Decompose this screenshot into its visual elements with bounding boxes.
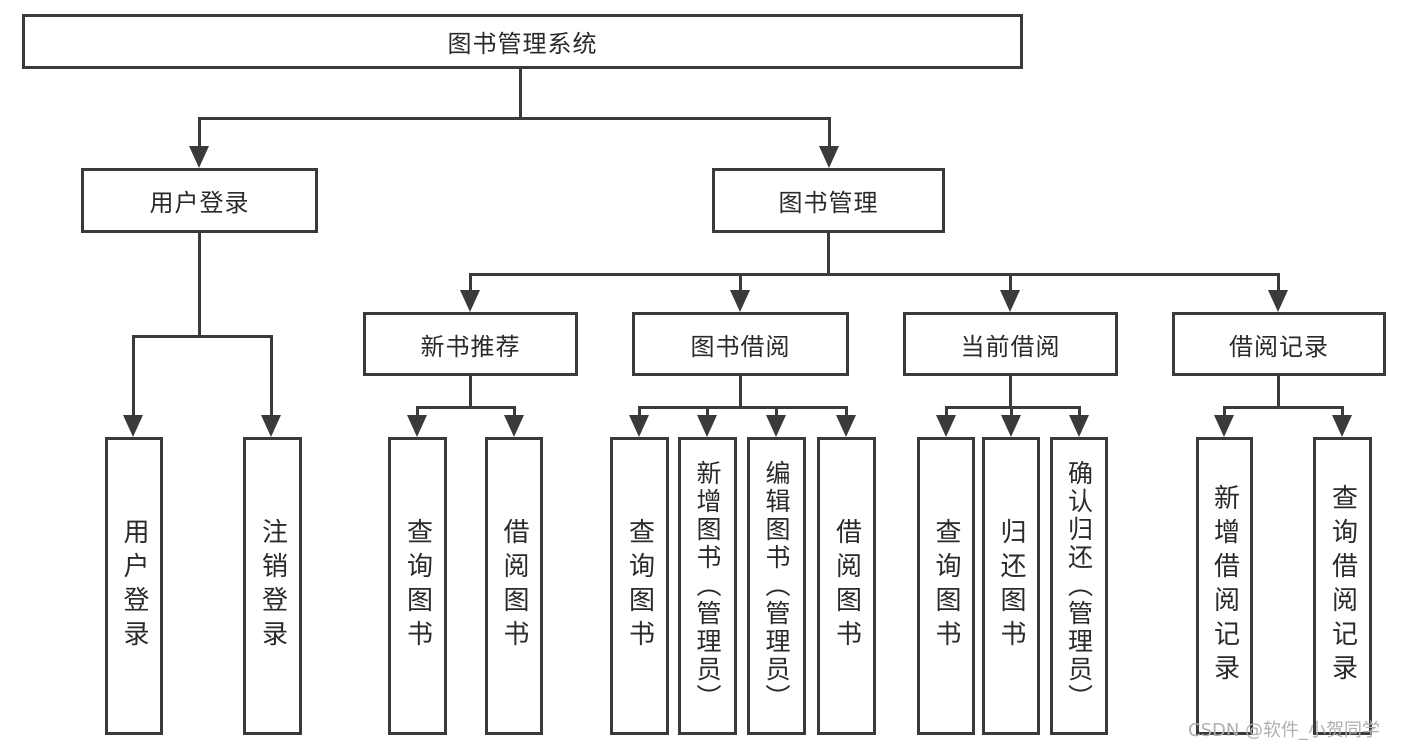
leaf-return-books: 归还图书 bbox=[982, 437, 1040, 735]
node-new-book-recommend: 新书推荐 bbox=[363, 312, 578, 376]
leaf-logout-label: 注销登录 bbox=[257, 518, 288, 654]
arrow-down-icon bbox=[1332, 415, 1352, 437]
connector-line bbox=[519, 69, 522, 119]
connector-line bbox=[132, 335, 273, 338]
connector-line bbox=[638, 406, 847, 409]
connector-line bbox=[1277, 376, 1280, 408]
connector-line bbox=[828, 117, 831, 148]
connector-line bbox=[739, 376, 742, 408]
arrow-down-icon bbox=[629, 415, 649, 437]
leaf-user-login: 用户登录 bbox=[105, 437, 163, 735]
leaf-edit-book-admin-label: 编辑图书（管理员） bbox=[762, 460, 791, 712]
node-current-borrow-label: 当前借阅 bbox=[960, 332, 1061, 361]
connector-line bbox=[1078, 406, 1081, 418]
arrow-down-icon bbox=[189, 146, 209, 168]
node-current-borrow: 当前借阅 bbox=[903, 312, 1118, 376]
leaf-add-book-admin: 新增图书（管理员） bbox=[678, 437, 737, 735]
connector-line bbox=[706, 406, 709, 418]
connector-line bbox=[827, 233, 830, 275]
leaf-query-books-recommend: 查询图书 bbox=[388, 437, 447, 735]
connector-line bbox=[739, 273, 742, 292]
leaf-edit-book-admin: 编辑图书（管理员） bbox=[747, 437, 806, 735]
connector-line bbox=[1223, 406, 1226, 418]
node-borrow-records-label: 借阅记录 bbox=[1229, 332, 1329, 361]
leaf-query-books-borrow-label: 查询图书 bbox=[624, 518, 655, 654]
arrow-down-icon bbox=[697, 415, 717, 437]
csdn-watermark: CSDN @软件_小贺同学 bbox=[1188, 720, 1381, 741]
connector-line bbox=[198, 117, 201, 148]
arrow-down-icon bbox=[1268, 290, 1288, 312]
arrow-down-icon bbox=[819, 146, 839, 168]
connector-line bbox=[469, 273, 472, 292]
node-root-label: 图书管理系统 bbox=[447, 30, 598, 58]
leaf-borrow-books: 借阅图书 bbox=[817, 437, 876, 735]
leaf-query-books-current-label: 查询图书 bbox=[931, 518, 961, 654]
arrow-down-icon bbox=[1214, 415, 1234, 437]
connector-line bbox=[513, 406, 516, 418]
connector-line bbox=[270, 335, 273, 417]
connector-line bbox=[1341, 406, 1344, 418]
connector-line bbox=[416, 406, 516, 409]
leaf-query-books-current: 查询图书 bbox=[917, 437, 975, 735]
connector-line bbox=[132, 335, 135, 417]
connector-line bbox=[638, 406, 641, 418]
leaf-query-borrow-record: 查询借阅记录 bbox=[1313, 437, 1372, 735]
node-book-borrow: 图书借阅 bbox=[632, 312, 849, 376]
leaf-query-books-recommend-label: 查询图书 bbox=[402, 518, 433, 654]
node-book-management-label: 图书管理 bbox=[778, 189, 879, 217]
node-borrow-records: 借阅记录 bbox=[1172, 312, 1386, 376]
node-book-management: 图书管理 bbox=[712, 168, 945, 233]
leaf-query-books-borrow: 查询图书 bbox=[610, 437, 669, 735]
arrow-down-icon bbox=[1000, 290, 1020, 312]
connector-line bbox=[1009, 376, 1012, 408]
connector-line bbox=[1009, 273, 1012, 292]
node-user-login: 用户登录 bbox=[81, 168, 318, 233]
connector-line bbox=[1277, 273, 1280, 292]
node-user-login-label: 用户登录 bbox=[149, 189, 250, 217]
leaf-add-book-admin-label: 新增图书（管理员） bbox=[693, 460, 722, 712]
arrow-down-icon bbox=[936, 415, 956, 437]
leaf-borrow-books-label: 借阅图书 bbox=[831, 518, 862, 654]
leaf-confirm-return-admin: 确认归还（管理员） bbox=[1050, 437, 1108, 735]
arrow-down-icon bbox=[836, 415, 856, 437]
arrow-down-icon bbox=[407, 415, 427, 437]
connector-line bbox=[1010, 406, 1013, 418]
arrow-down-icon bbox=[1069, 415, 1089, 437]
arrow-down-icon bbox=[766, 415, 786, 437]
leaf-borrow-books-recommend-label: 借阅图书 bbox=[499, 518, 529, 654]
connector-line bbox=[945, 406, 948, 418]
connector-line bbox=[1223, 406, 1344, 409]
connector-line bbox=[775, 406, 778, 418]
arrow-down-icon bbox=[123, 415, 143, 437]
connector-line bbox=[469, 273, 1279, 276]
leaf-borrow-books-recommend: 借阅图书 bbox=[485, 437, 543, 735]
arrow-down-icon bbox=[261, 415, 281, 437]
node-book-borrow-label: 图书借阅 bbox=[690, 332, 791, 361]
leaf-add-borrow-record: 新增借阅记录 bbox=[1196, 437, 1253, 735]
node-root: 图书管理系统 bbox=[22, 14, 1023, 69]
connector-line bbox=[416, 406, 419, 418]
connector-line bbox=[469, 376, 472, 408]
leaf-add-borrow-record-label: 新增借阅记录 bbox=[1209, 484, 1240, 688]
leaf-return-books-label: 归还图书 bbox=[996, 518, 1026, 654]
arrow-down-icon bbox=[1001, 415, 1021, 437]
connector-line bbox=[198, 233, 201, 338]
node-new-book-recommend-label: 新书推荐 bbox=[420, 332, 521, 361]
leaf-logout: 注销登录 bbox=[243, 437, 302, 735]
arrow-down-icon bbox=[504, 415, 524, 437]
leaf-query-borrow-record-label: 查询借阅记录 bbox=[1327, 484, 1358, 688]
leaf-user-login-label: 用户登录 bbox=[119, 518, 149, 654]
connector-line bbox=[198, 117, 831, 120]
leaf-confirm-return-admin-label: 确认归还（管理员） bbox=[1064, 460, 1094, 712]
arrow-down-icon bbox=[730, 290, 750, 312]
connector-line bbox=[845, 406, 848, 418]
arrow-down-icon bbox=[460, 290, 480, 312]
